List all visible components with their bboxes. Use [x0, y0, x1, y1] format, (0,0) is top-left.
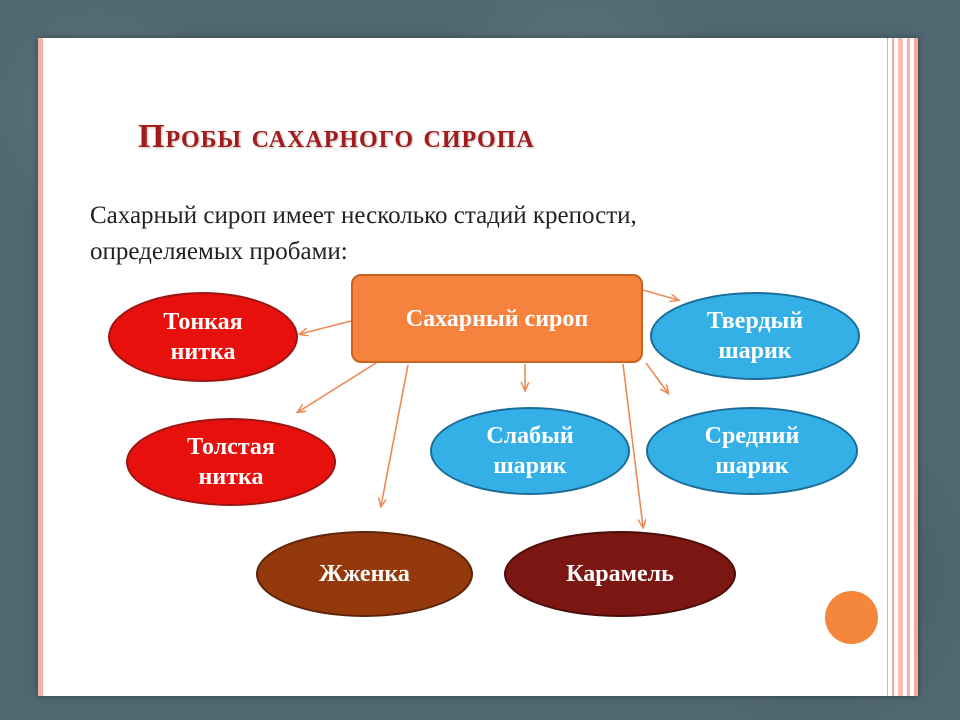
slide-card: Пробы сахарного сиропа Сахарный сироп им…: [38, 38, 918, 696]
right-decorative-stripe: [914, 38, 918, 696]
arrow-to-zhzhenka: [381, 364, 409, 506]
node-label: нитка: [170, 339, 236, 365]
node-medium-ball: Средний шарик: [646, 407, 858, 495]
arrow-to-medium-ball: [645, 362, 668, 393]
node-hard-ball: Твердый шарик: [650, 292, 860, 380]
node-label: шарик: [493, 453, 567, 479]
root-label: Сахарный сироп: [405, 305, 589, 332]
arrow-to-thin-thread: [300, 320, 352, 334]
arrow-to-thick-thread: [298, 362, 377, 412]
arrow-to-hard-ball: [642, 289, 678, 300]
right-decorative-stripe: [898, 38, 903, 696]
node-thick-thread: Толстая нитка: [126, 418, 336, 506]
right-decorative-stripe: [907, 38, 910, 696]
node-label: Тонкая: [163, 309, 243, 335]
intro-line-1: Сахарный сироп имеет несколько стадий кр…: [90, 202, 637, 229]
node-caramel: Карамель: [504, 531, 736, 617]
arrow-to-caramel: [622, 363, 643, 527]
slide-title: Пробы сахарного сиропа: [138, 118, 818, 156]
node-label: Слабый: [486, 423, 574, 449]
orange-decorative-circle: [825, 591, 878, 644]
node-label: шарик: [715, 453, 789, 479]
right-decorative-stripe: [887, 38, 888, 696]
intro-text: Сахарный сироп имеет несколько стадий кр…: [90, 198, 850, 270]
root-node-sugar-syrup: Сахарный сироп: [351, 274, 643, 363]
node-label: Жженка: [319, 561, 410, 587]
intro-line-2: определяемых пробами:: [90, 238, 348, 265]
node-label: Карамель: [566, 561, 674, 587]
left-decorative-stripe: [38, 38, 43, 696]
node-zhzhenka: Жженка: [256, 531, 473, 617]
node-label: Толстая: [187, 434, 275, 460]
node-weak-ball: Слабый шарик: [430, 407, 630, 495]
node-label: нитка: [198, 464, 264, 490]
connector-arrows: [38, 289, 918, 696]
right-decorative-stripe: [892, 38, 894, 696]
node-label: Средний: [704, 423, 800, 449]
title-text: Пробы сахарного сиропа: [138, 118, 535, 155]
node-label: Твердый: [706, 308, 804, 334]
node-thin-thread: Тонкая нитка: [108, 292, 298, 382]
node-label: шарик: [718, 338, 792, 364]
